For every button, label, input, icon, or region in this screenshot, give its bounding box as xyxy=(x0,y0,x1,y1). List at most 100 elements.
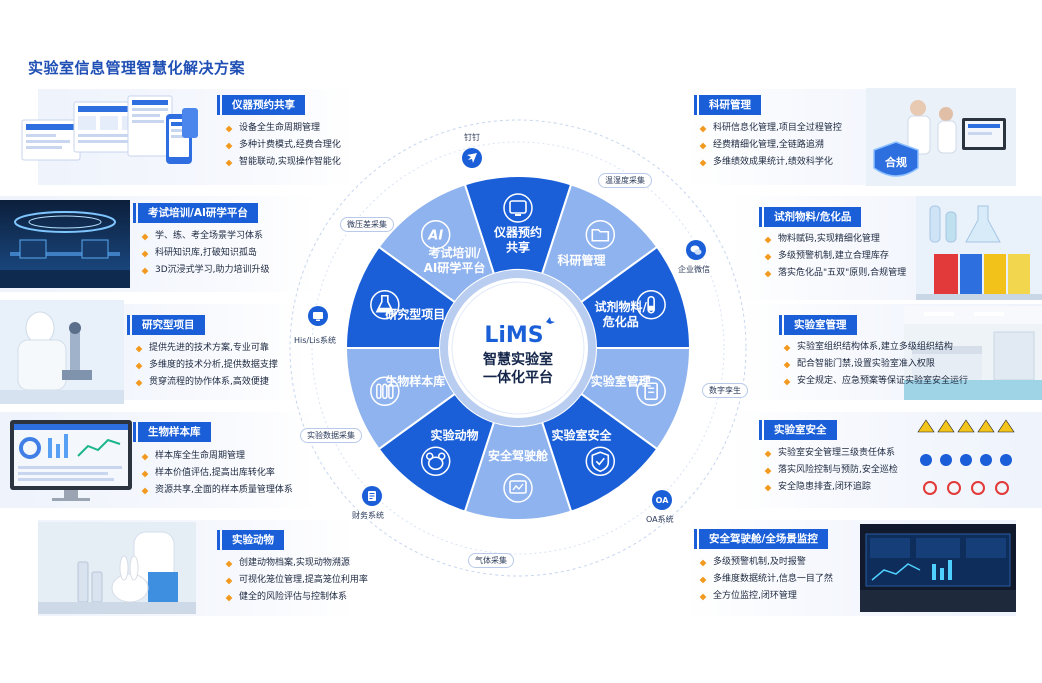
list-item: 贯穿流程的协作体系,高效便捷 xyxy=(136,374,278,391)
safety-cockpit-tag: 安全驾驶舱/全场景监控 xyxy=(694,529,828,549)
lims-logo-text: LiMS xyxy=(484,323,543,348)
list-item: 3D沉浸式学习,助力培训升级 xyxy=(142,262,270,279)
lab-animal-rabbit-image xyxy=(38,522,196,614)
research-management-image: 合规 xyxy=(866,88,1016,186)
temp-humidity-label: 温湿度采集 xyxy=(598,173,652,188)
research-management-tag: 科研管理 xyxy=(694,95,761,115)
list-item: 多种计费模式,经费合理化 xyxy=(226,137,341,154)
reagents-cabinet-image xyxy=(916,196,1042,300)
lab-safety-tag: 实验室安全 xyxy=(759,420,837,440)
lims-spark-icon xyxy=(546,317,555,324)
wheel-segment-label: 实验室管理 xyxy=(591,373,651,388)
gas-collection-label: 气体采集 xyxy=(468,553,514,568)
wheel-segment-label: AI研学平台 xyxy=(424,260,486,275)
wheel-segment-label: 实验动物 xyxy=(431,427,479,442)
list-item: 多维绩效成果统计,绩效科学化 xyxy=(700,154,842,171)
wheel-segment-label: 试剂物料/ xyxy=(595,299,648,314)
instrument-booking-features: 设备全生命周期管理 多种计费模式,经费合理化 智能联动,实现操作智能化 xyxy=(226,120,341,171)
research-project-microscope-image xyxy=(0,300,124,404)
his-lis-icon xyxy=(308,306,328,326)
flask-icon xyxy=(370,289,400,320)
exp-data-collection-label: 实验数据采集 xyxy=(300,428,362,443)
list-item: 智能联动,实现操作智能化 xyxy=(226,154,341,171)
wheel-segment-label: 研究型项目 xyxy=(385,307,445,322)
research-project-features: 提供先进的技术方案,专业可靠 多维度的技术分析,提供数据支撑 贯穿流程的协作体系… xyxy=(136,340,278,391)
dingding-icon xyxy=(462,148,482,168)
list-item: 健全的风险评估与控制体系 xyxy=(226,589,368,606)
instrument-booking-tag: 仪器预约共享 xyxy=(217,95,305,115)
list-item: 落实危化品"五双"原则,合规管理 xyxy=(765,265,906,282)
wechat-work-icon xyxy=(686,240,706,260)
list-item: 经费精细化管理,全链路追溯 xyxy=(700,137,842,154)
safety-cockpit-features: 多级预警机制,及时报警 多维度数据统计,信息一目了然 全方位监控,闭环管理 xyxy=(700,554,833,605)
compliance-badge-text: 合规 xyxy=(885,155,907,169)
list-item: 安全规定、应急预案等保证实验室安全运行 xyxy=(784,373,968,390)
biobank-tag: 生物样本库 xyxy=(133,422,211,442)
lab-management-features: 实验室组织结构体系,建立多级组织结构 配合智能门禁,设置实验室准入权限 安全规定… xyxy=(784,339,968,390)
list-item: 多级预警机制,及时报警 xyxy=(700,554,833,571)
wheel-segment-label: 考试培训/ xyxy=(428,245,481,260)
wheel-segment-label: 生物样本库 xyxy=(385,373,445,388)
ai-icon-text: AI xyxy=(427,229,443,244)
wheel-segment-label: 安全驾驶舱 xyxy=(488,448,549,463)
safety-cockpit-screens-image xyxy=(860,524,1016,612)
micro-pressure-label: 微压差采集 xyxy=(340,217,394,232)
research-project-tag: 研究型项目 xyxy=(127,315,205,335)
lab-animal-tag: 实验动物 xyxy=(217,530,284,550)
test-tube-icon xyxy=(636,289,666,320)
exam-training-tag: 考试培训/AI研学平台 xyxy=(133,203,258,223)
list-item: 样本价值评估,提高出库转化率 xyxy=(142,465,293,482)
list-item: 实验室组织结构体系,建立多级组织结构 xyxy=(784,339,968,356)
lab-animal-features: 创建动物档案,实现动物溯源 可视化笼位管理,提高笼位利用率 健全的风险评估与控制… xyxy=(226,555,368,606)
reagents-tag: 试剂物料/危化品 xyxy=(758,207,862,227)
lab-management-tag: 实验室管理 xyxy=(779,315,857,335)
list-item: 科研信息化管理,项目全过程管控 xyxy=(700,120,842,137)
lab-safety-features: 实验室安全管理三级责任体系 落实风险控制与预防,安全巡检 安全隐患排查,闭环追踪 xyxy=(765,445,898,496)
list-item: 设备全生命周期管理 xyxy=(226,120,341,137)
exam-training-features: 学、练、考全场景学习体系 科研知识库,打破知识孤岛 3D沉浸式学习,助力培训升级 xyxy=(142,228,270,279)
list-item: 提供先进的技术方案,专业可靠 xyxy=(136,340,278,357)
oa-system-label: OA系统 xyxy=(646,515,674,524)
instrument-booking-screens-image xyxy=(18,94,200,178)
research-management-features: 科研信息化管理,项目全过程管控 经费精细化管理,全链路追溯 多维绩效成果统计,绩… xyxy=(700,120,842,171)
exam-training-vr-image xyxy=(0,200,130,288)
wheel-segment-label: 科研管理 xyxy=(557,253,605,268)
his-lis-label: His/Lis系统 xyxy=(294,336,336,345)
biobank-features: 样本库全生命周期管理 样本价值评估,提高出库转化率 资源共享,全面的样本质量管理… xyxy=(142,448,293,499)
list-item: 创建动物档案,实现动物溯源 xyxy=(226,555,368,572)
shield-check-icon xyxy=(585,446,616,477)
list-item: 多级预警机制,建立合理库存 xyxy=(765,248,906,265)
list-item: 资源共享,全面的样本质量管理体系 xyxy=(142,482,293,499)
monitor-icon xyxy=(503,193,533,223)
list-item: 安全隐患排查,闭环追踪 xyxy=(765,479,898,496)
list-item: 学、练、考全场景学习体系 xyxy=(142,228,270,245)
list-item: 样本库全生命周期管理 xyxy=(142,448,293,465)
dingding-label: 钉钉 xyxy=(464,133,480,142)
list-item: 可视化笼位管理,提高笼位利用率 xyxy=(226,572,368,589)
list-item: 物料赋码,实现精细化管理 xyxy=(765,231,906,248)
finance-icon xyxy=(362,486,382,506)
finance-system-label: 财务系统 xyxy=(352,511,384,520)
dashboard-icon xyxy=(503,473,533,503)
wheel-segment-label: 共享 xyxy=(506,240,530,255)
wheel-segment-label: 实验室安全 xyxy=(551,427,612,442)
list-item: 实验室安全管理三级责任体系 xyxy=(765,445,898,462)
page-title: 实验室信息管理智慧化解决方案 xyxy=(28,59,246,77)
list-item: 科研知识库,打破知识孤岛 xyxy=(142,245,270,262)
reagents-features: 物料赋码,实现精细化管理 多级预警机制,建立合理库存 落实危化品"五双"原则,合… xyxy=(765,231,906,282)
wechat-work-label: 企业微信 xyxy=(678,265,710,274)
biobank-dashboard-image xyxy=(8,418,134,502)
center-line1: 智慧实验室 xyxy=(482,351,553,368)
list-item: 全方位监控,闭环管理 xyxy=(700,588,833,605)
sample-tubes-icon xyxy=(370,376,400,407)
wheel-segment-label: 仪器预约 xyxy=(493,225,542,240)
mouse-icon xyxy=(420,446,451,477)
folder-icon xyxy=(585,219,616,250)
oa-icon: OA xyxy=(652,490,672,510)
safety-signs-image xyxy=(914,418,1022,502)
list-item: 多维度数据统计,信息一目了然 xyxy=(700,571,833,588)
list-item: 落实风险控制与预防,安全巡检 xyxy=(765,462,898,479)
ai-icon: AI xyxy=(420,219,451,250)
list-item: 配合智能门禁,设置实验室准入权限 xyxy=(784,356,968,373)
